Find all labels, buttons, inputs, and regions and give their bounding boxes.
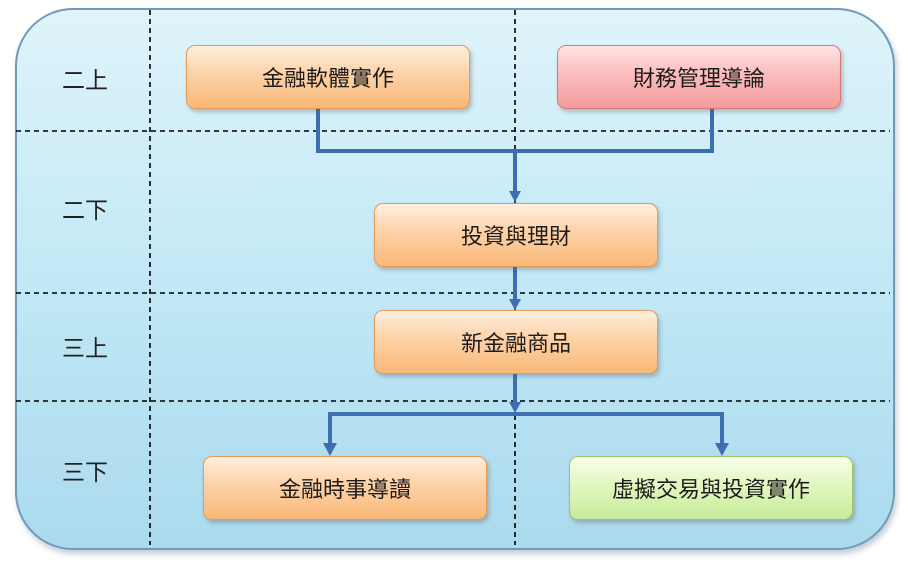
course-financial-management: 財務管理導論 <box>557 45 841 109</box>
arrowhead-new-products <box>509 299 521 310</box>
course-new-products: 新金融商品 <box>374 310 658 374</box>
arrowhead-virtual-trading <box>715 443 729 456</box>
course-financial-software: 金融軟體實作 <box>186 45 470 109</box>
semester-label-3a: 三上 <box>62 336 108 362</box>
course-current-events: 金融時事導讀 <box>203 456 487 520</box>
arrowhead-split <box>509 402 521 413</box>
semester-label-2b: 二下 <box>62 198 108 224</box>
semester-label-3b: 三下 <box>62 460 108 486</box>
course-virtual-trading: 虛擬交易與投資實作 <box>569 456 853 520</box>
connector-split <box>328 412 724 445</box>
semester-label-2a: 二上 <box>62 68 108 94</box>
arrowhead-investment <box>509 191 521 202</box>
course-investment: 投資與理財 <box>374 203 658 267</box>
arrowhead-current-events <box>323 443 337 456</box>
